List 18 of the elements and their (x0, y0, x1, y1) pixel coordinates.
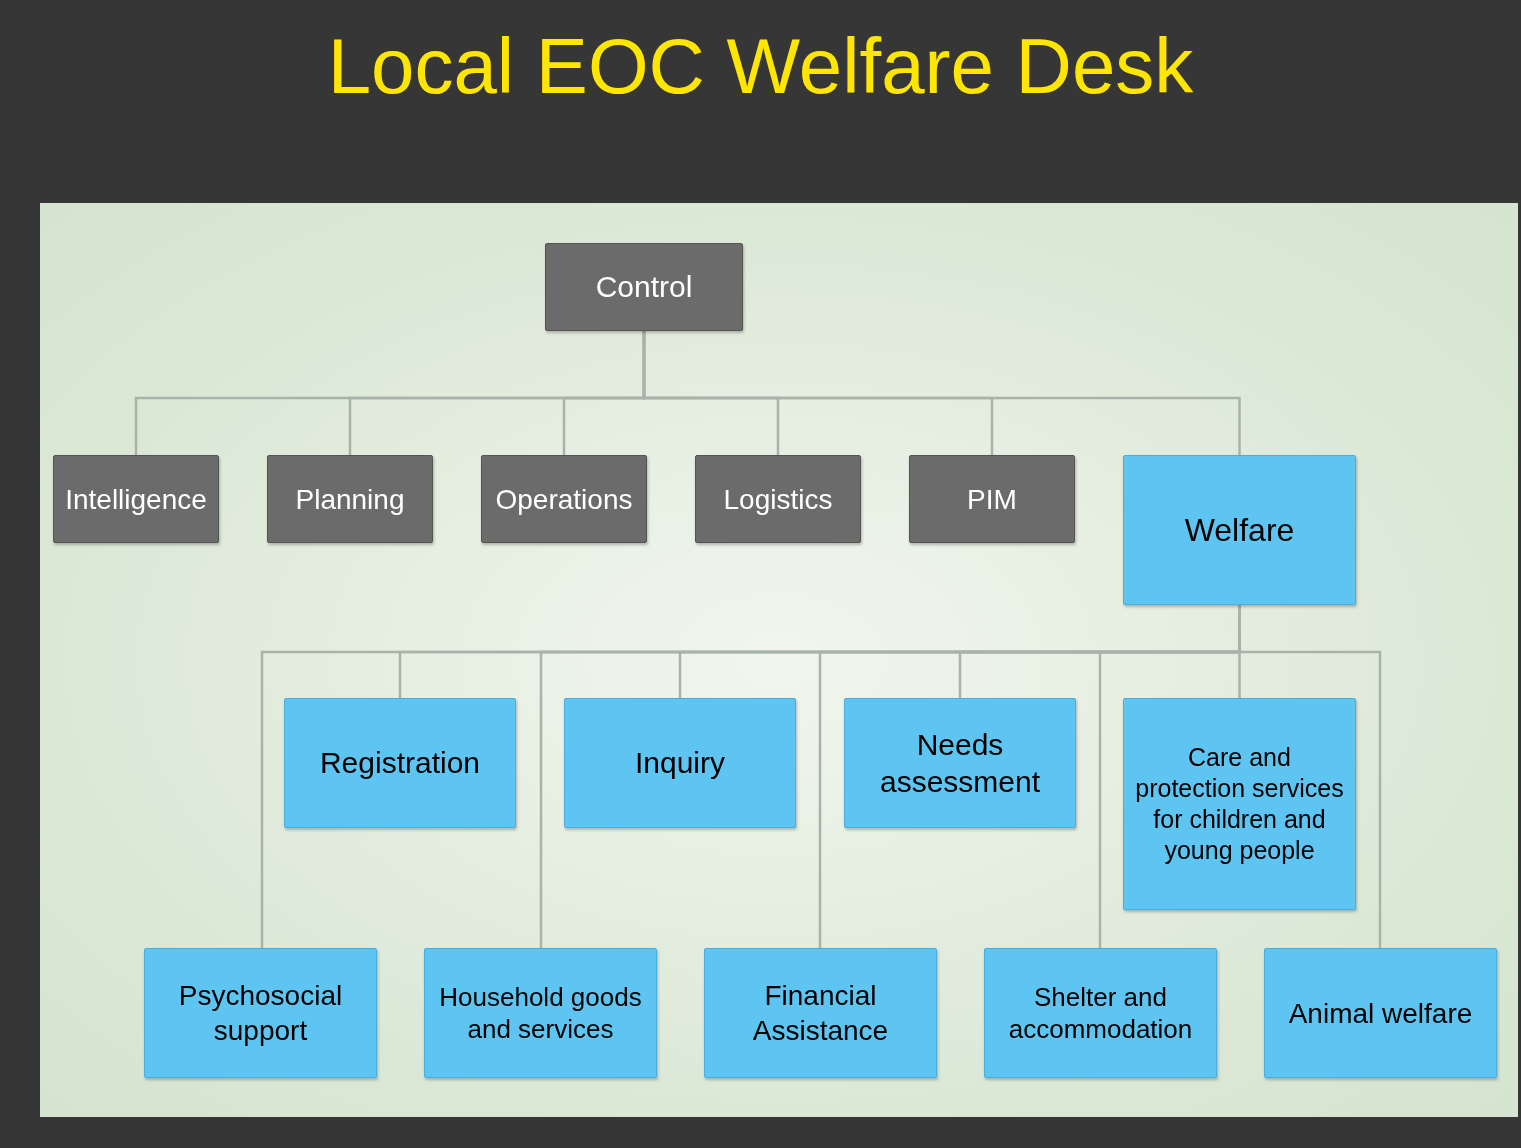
welfare-function-box: Financial Assistance (704, 948, 937, 1078)
welfare-function-box: Welfare (1123, 455, 1356, 605)
welfare-function-box: Shelter and accommodation (984, 948, 1217, 1078)
unit-box: Control (545, 243, 743, 331)
welfare-function-box: Registration (284, 698, 516, 828)
welfare-function-box: Animal welfare (1264, 948, 1497, 1078)
welfare-function-box: Household goods and services (424, 948, 657, 1078)
welfare-function-box: Psychosocial support (144, 948, 377, 1078)
unit-box: Intelligence (53, 455, 219, 543)
unit-box: Logistics (695, 455, 861, 543)
connector-line (1238, 605, 1382, 948)
welfare-function-box: Needs assessment (844, 698, 1076, 828)
unit-box: Planning (267, 455, 433, 543)
slide-title: Local EOC Welfare Desk (326, 21, 1195, 112)
unit-box: PIM (909, 455, 1075, 543)
unit-box: Operations (481, 455, 647, 543)
welfare-function-box: Care and protection services for children and young people (1123, 698, 1356, 910)
welfare-function-box: Inquiry (564, 698, 796, 828)
